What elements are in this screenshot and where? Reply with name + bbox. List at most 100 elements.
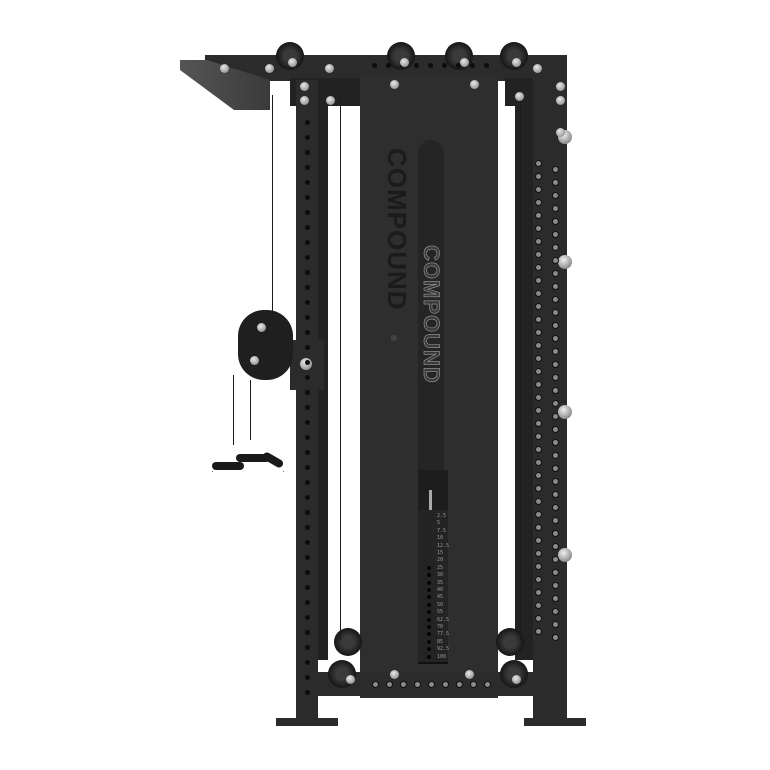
handle-grip-right[interactable] bbox=[236, 454, 270, 462]
frame-bolt bbox=[470, 80, 479, 89]
upright-hole bbox=[535, 277, 542, 284]
scale-hole bbox=[427, 588, 431, 592]
upright-hole bbox=[305, 585, 310, 590]
upright-hole bbox=[305, 555, 310, 560]
frame-bolt bbox=[390, 80, 399, 89]
upright-hole bbox=[535, 368, 542, 375]
crossbar-hole bbox=[442, 63, 447, 68]
upright-hole bbox=[305, 465, 310, 470]
upright-hole bbox=[305, 450, 310, 455]
upright-hole bbox=[305, 210, 310, 215]
frame-bolt bbox=[300, 96, 309, 105]
upright-hole bbox=[535, 238, 542, 245]
upright-hole bbox=[535, 407, 542, 414]
frame-bolt bbox=[346, 675, 355, 684]
upright-hole bbox=[535, 381, 542, 388]
bottom-pulley-right bbox=[500, 660, 528, 688]
frame-bolt bbox=[460, 58, 469, 67]
upright-hole bbox=[552, 335, 559, 342]
upright-hole bbox=[535, 472, 542, 479]
scale-hole bbox=[427, 580, 431, 585]
upright-hole bbox=[305, 435, 310, 440]
upright-hole bbox=[305, 600, 310, 605]
upright-hole bbox=[535, 160, 542, 167]
storage-peg-2[interactable] bbox=[558, 255, 572, 269]
scale-hole bbox=[427, 602, 431, 607]
scale-label: 10 bbox=[437, 535, 444, 542]
upright-hole bbox=[552, 192, 559, 199]
scale-hole bbox=[427, 595, 431, 600]
upright-hole bbox=[535, 173, 542, 180]
upright-hole bbox=[535, 602, 542, 609]
upright-hole bbox=[552, 270, 559, 277]
trolley-pulley-axle-2 bbox=[250, 356, 259, 365]
scale-hole bbox=[427, 654, 431, 659]
frame-bolt bbox=[512, 58, 521, 67]
upright-hole bbox=[552, 387, 559, 394]
scale-label: 62.5 bbox=[437, 616, 450, 623]
upright-hole bbox=[552, 413, 559, 420]
scale-label: 20 bbox=[437, 557, 444, 564]
upright-hole bbox=[552, 556, 559, 563]
trolley-pulley-housing bbox=[238, 310, 293, 380]
lower-pulley-left bbox=[334, 628, 362, 656]
crossbar-hole bbox=[414, 63, 419, 68]
upright-hole bbox=[552, 374, 559, 381]
upright-hole bbox=[552, 569, 559, 576]
crossbar-hole bbox=[484, 681, 491, 688]
left-upright bbox=[296, 80, 318, 720]
upright-hole bbox=[535, 355, 542, 362]
upright-hole bbox=[305, 225, 310, 230]
cable-left-2 bbox=[233, 375, 234, 445]
right-foot-plate bbox=[524, 718, 586, 726]
upright-hole bbox=[535, 186, 542, 193]
upright-hole bbox=[552, 465, 559, 472]
crossbar-hole bbox=[442, 681, 449, 688]
upright-hole bbox=[305, 405, 310, 410]
upright-hole bbox=[535, 433, 542, 440]
upright-hole bbox=[305, 345, 310, 350]
frame-bolt bbox=[265, 64, 274, 73]
scale-hole bbox=[427, 565, 431, 570]
frame-bolt bbox=[556, 128, 565, 137]
upright-hole bbox=[552, 439, 559, 446]
storage-peg-4[interactable] bbox=[558, 548, 572, 562]
upright-hole bbox=[552, 582, 559, 589]
frame-bolt bbox=[220, 64, 229, 73]
storage-peg-3[interactable] bbox=[558, 405, 572, 419]
upright-hole bbox=[535, 329, 542, 336]
frame-bolt bbox=[288, 58, 297, 67]
frame-bolt bbox=[533, 64, 542, 73]
upright-hole bbox=[552, 478, 559, 485]
upright-hole bbox=[535, 199, 542, 206]
scale-hole bbox=[427, 639, 431, 644]
crossbar-hole bbox=[484, 63, 489, 68]
upright-hole bbox=[535, 459, 542, 466]
upright-hole bbox=[552, 348, 559, 355]
scale-label: 50 bbox=[437, 601, 444, 608]
upright-hole bbox=[305, 480, 310, 485]
upright-hole bbox=[535, 485, 542, 492]
crossbar-hole bbox=[372, 63, 377, 68]
crossbar-hole bbox=[400, 681, 407, 688]
frame-bolt bbox=[465, 670, 474, 679]
upright-hole bbox=[305, 420, 310, 425]
upright-hole bbox=[552, 504, 559, 511]
scale-label: 40 bbox=[437, 587, 444, 593]
scale-label: 92.5 bbox=[437, 646, 450, 653]
upright-hole bbox=[552, 400, 559, 407]
upright-hole bbox=[535, 615, 542, 622]
right-inner-upright bbox=[515, 100, 533, 660]
scale-label: 12.5 bbox=[437, 542, 450, 549]
scale-hole bbox=[427, 625, 431, 629]
upright-hole bbox=[305, 630, 310, 635]
upright-hole bbox=[305, 165, 310, 170]
upright-hole bbox=[305, 285, 310, 290]
upright-hole bbox=[552, 426, 559, 433]
handle-grip-left[interactable] bbox=[212, 462, 244, 470]
upright-hole bbox=[535, 264, 542, 271]
frame-bolt bbox=[325, 64, 334, 73]
upright-hole bbox=[535, 537, 542, 544]
upright-hole bbox=[535, 576, 542, 583]
crossbar-hole bbox=[414, 681, 421, 688]
